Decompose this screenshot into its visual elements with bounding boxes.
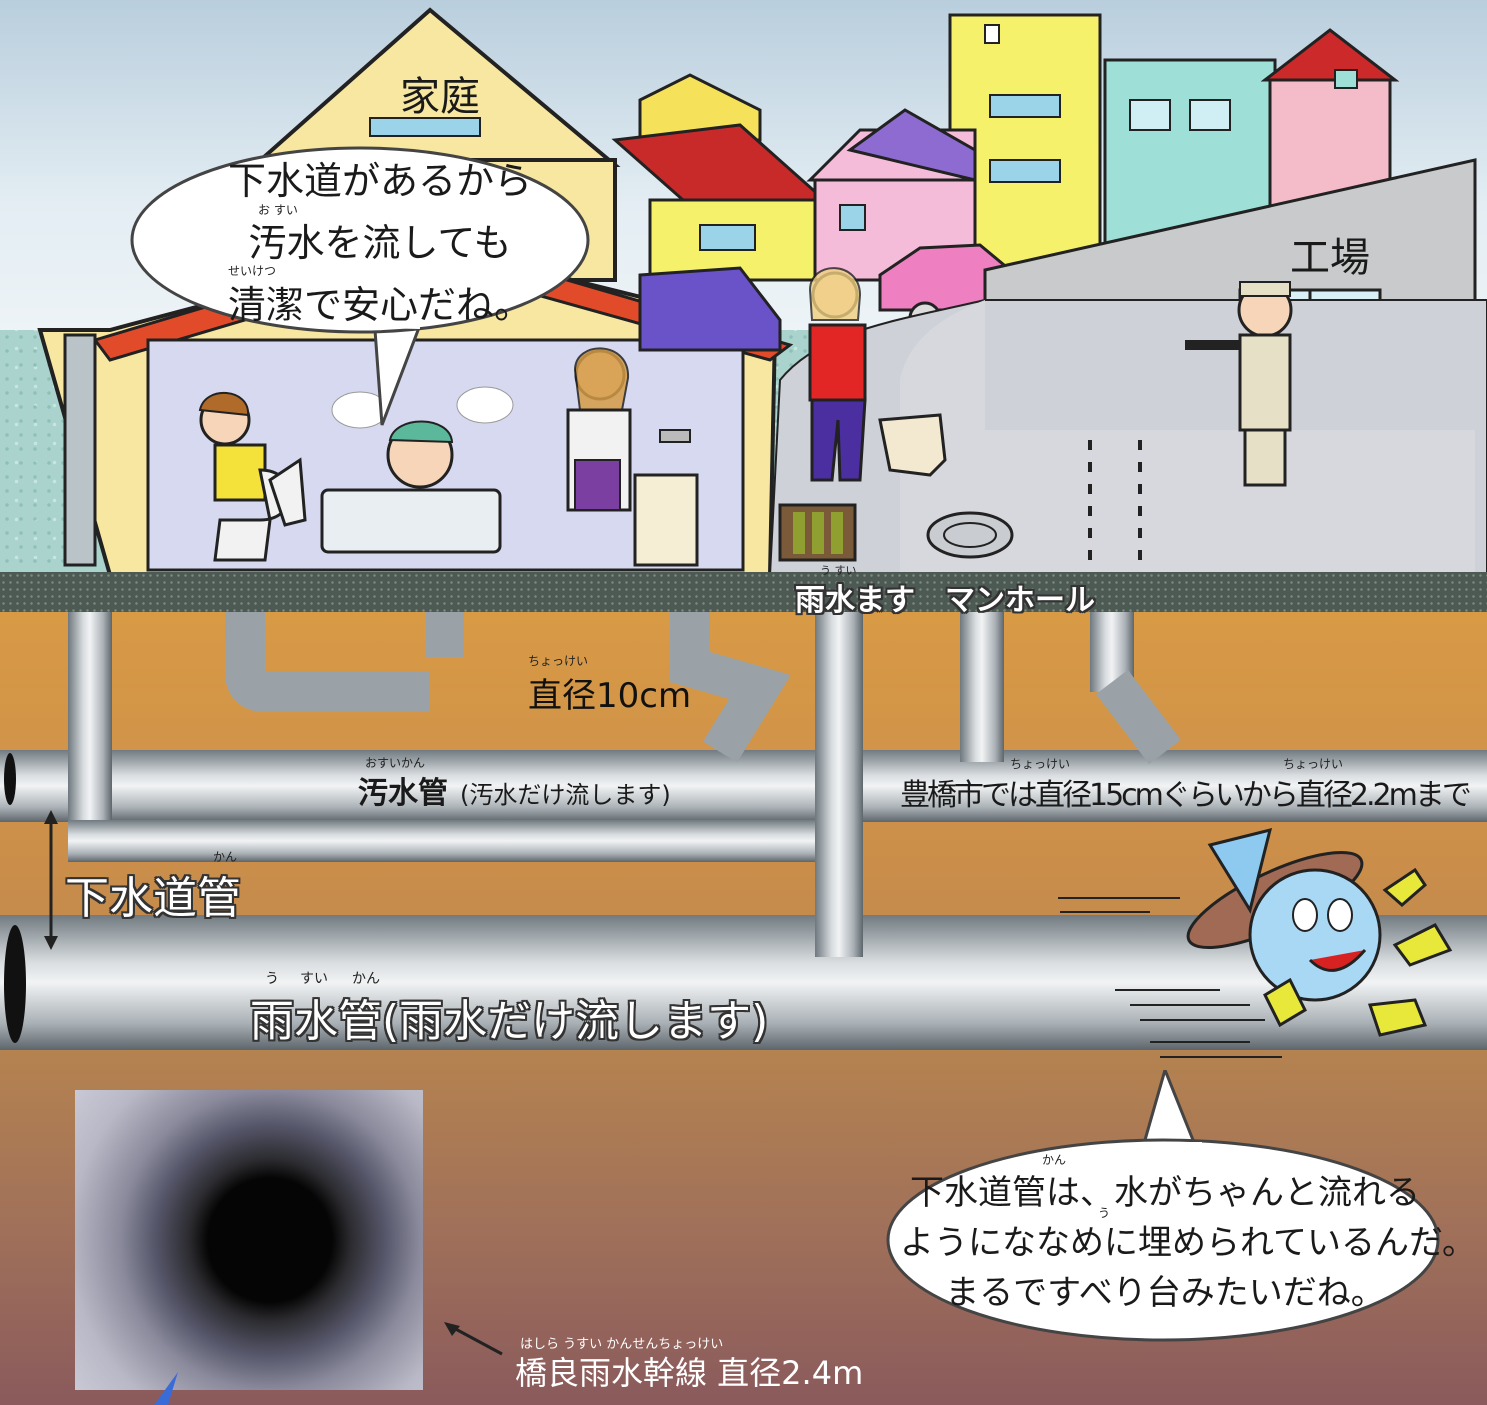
motion-lines [1058,897,1282,1058]
speech-bubble-bottom [886,1070,1440,1342]
yellow-house-icon [611,73,834,282]
gesuido-pipe-label: 下水道管 [65,873,241,924]
sewer-pipe-end [4,753,16,805]
storm-inlet-icon [778,503,857,562]
bubble-top-line1: 下水道があるから [227,159,532,203]
bubble-bottom-line2: ようにななめに埋められているんだ。 [900,1223,1476,1263]
sewer-pipe [0,750,1487,822]
inlet-label: 雨水ます [795,583,915,618]
rain-ruby-kan: かん [352,971,380,987]
van-icon [638,266,782,352]
rain-ruby-sui: すい [300,971,328,987]
bubble-bottom-ruby1: かん [1042,1153,1067,1167]
toyohashi-label: 豊橋市では直径15cmぐらいから直径2.2mまで [900,778,1472,813]
pointer-arrow-icon [444,1322,503,1356]
bubble-top-line3: 清潔で安心だね。 [227,283,532,327]
pipe-bends [225,612,1181,765]
bubble-bottom-ruby2: う [1098,1206,1111,1220]
trunk-ruby: はしら うすい かんせんちょっけい [520,1337,724,1352]
toyohashi-ruby1: ちょっけい [1010,757,1071,771]
inlet-ruby: う すい [820,564,857,577]
house-drain-pipe [68,612,112,842]
sewer-pipe-note: (汚水だけ流します) [460,781,671,809]
trunk-label: 橋良雨水幹線 直径2.4m [515,1354,864,1392]
ground-surface [0,572,1487,612]
home-label: 家庭 [400,74,480,120]
speech-bubble-top [130,146,590,426]
grandpa-bath-icon [320,386,514,554]
bubble-bottom-line1: 下水道管は、水がちゃんと流れる [910,1173,1420,1213]
bubble-top-ruby2: せいけつ [228,264,277,278]
fin-icon [154,1372,178,1405]
rain-ruby-u: う [265,971,279,987]
gesuido-ruby: かん [213,850,238,864]
sewer-pipe-label: 汚水管 [358,776,448,811]
bubble-bottom-line3: まるですべり台みたいだね。 [945,1273,1385,1313]
bubble-top-line2: 汚水を流しても [248,221,512,265]
woman-sink-icon [566,347,699,567]
rain-pipe-label: 雨水管(雨水だけ流します) [250,996,769,1047]
d10-label: 直径10cm [528,676,692,716]
house-lateral-pipe [68,820,820,862]
factory-pipe-1 [960,612,1004,762]
manhole-cover-icon [926,511,1014,559]
sewer-photo-icon [75,1090,423,1390]
bubble-top-ruby1: お すい [258,203,298,217]
mascot-icon [1186,827,1453,1037]
rain-pipe-end [4,925,26,1043]
manhole-label: マンホール [945,583,1095,618]
factory-label: 工場 [1290,235,1370,281]
woman-walking-dog-icon [808,267,947,482]
boy-on-toilet-icon [198,392,307,562]
toyohashi-ruby2: ちょっけい [1283,757,1344,771]
double-arrow-icon [44,810,58,950]
d10-ruby: ちょっけい [528,654,589,668]
inlet-drain-pipe [815,612,863,957]
sewer-pipe-ruby: おすいかん [365,756,426,770]
worker-icon [1185,281,1293,487]
